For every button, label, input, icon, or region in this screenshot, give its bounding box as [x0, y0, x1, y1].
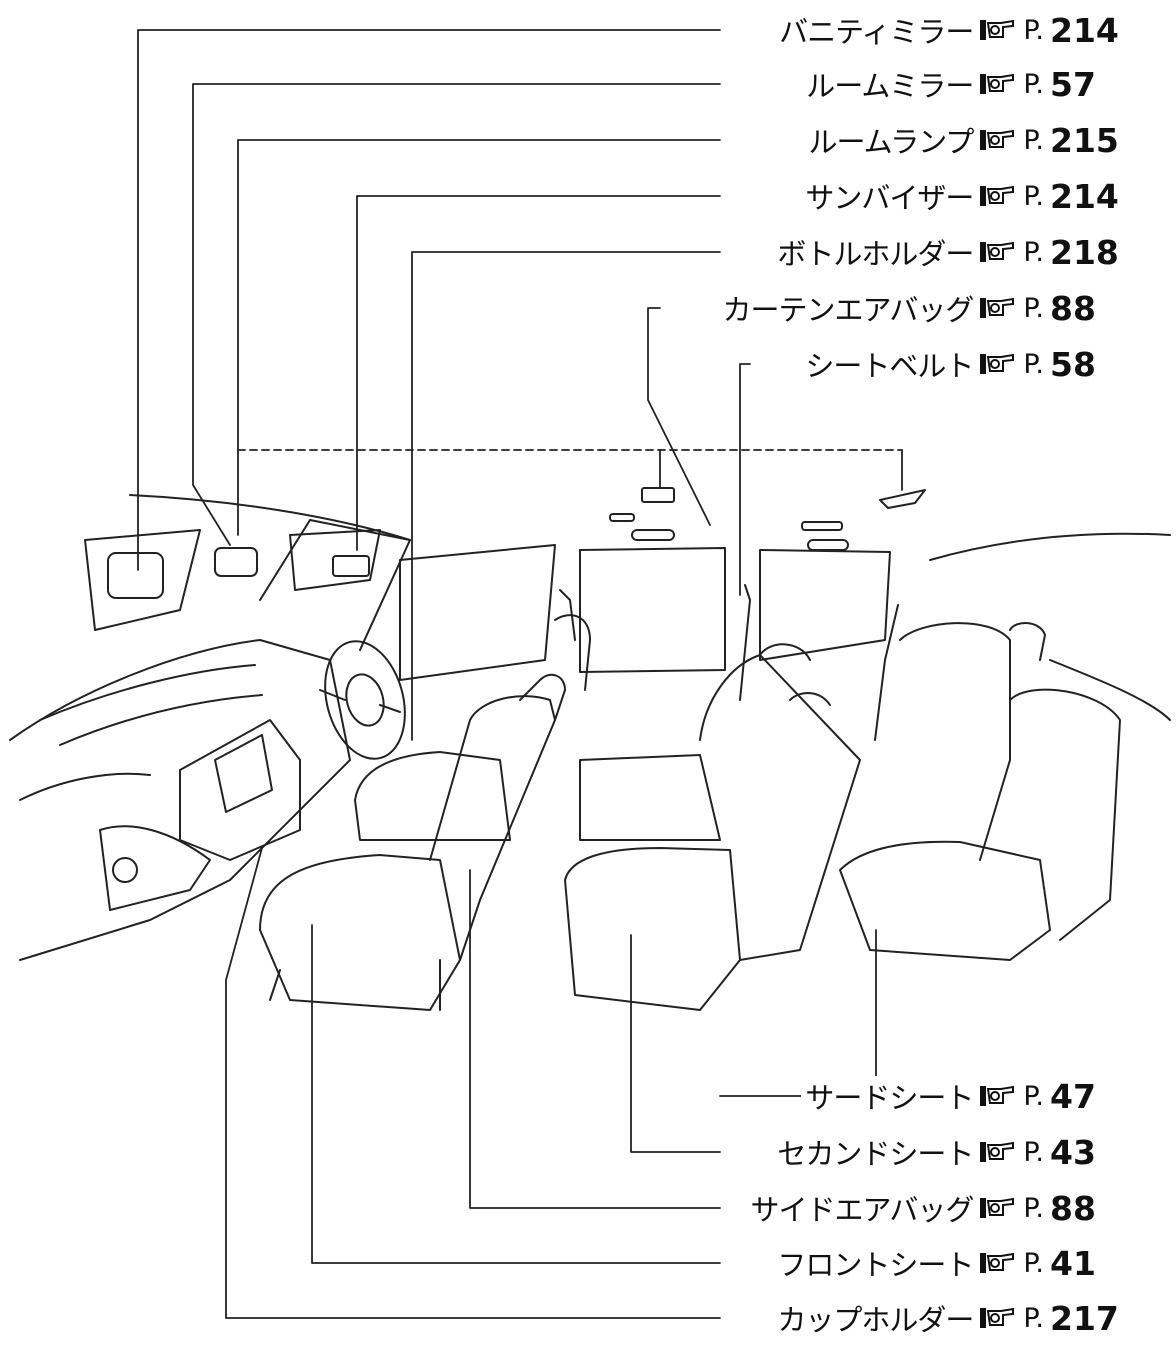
third-row-seats [839, 622, 1121, 961]
page-number: 218 [1050, 232, 1119, 272]
leader-front-seat [311, 924, 721, 1264]
steering-wheel [319, 640, 406, 760]
page-prefix: P. [1023, 68, 1044, 100]
pointing-hand-icon [980, 129, 1015, 150]
page-number: 88 [1050, 1188, 1096, 1228]
pointing-hand-icon [980, 73, 1015, 94]
windshield [129, 494, 411, 651]
page-prefix: P. [1023, 348, 1044, 380]
leader-sun-visor [356, 195, 721, 551]
page-prefix: P. [1023, 1302, 1044, 1334]
callout-bottle-holder: ボトルホルダー P. 218 [773, 232, 1124, 272]
page-number: 214 [1050, 176, 1119, 216]
callout-label: サンバイザー [805, 181, 974, 215]
callout-label: セカンドシート [777, 1137, 974, 1171]
page-prefix: P. [1023, 180, 1044, 212]
page-number: 41 [1050, 1243, 1096, 1283]
leader-room-mirror [192, 83, 721, 546]
page-prefix: P. [1023, 1247, 1044, 1279]
pointing-hand-icon [980, 353, 1015, 374]
leader-room-lamp [237, 139, 721, 536]
dashboard [9, 639, 351, 961]
roof-fixtures [609, 487, 926, 551]
callout-room-mirror: ルームミラー P. 57 [802, 64, 1124, 104]
callout-label: ルームミラー [806, 69, 974, 103]
callout-curtain-airbag: カーテンエアバッグ P. 88 [718, 288, 1124, 328]
leader-vanity-mirror [137, 29, 721, 571]
leader-cup-holder [225, 847, 721, 1319]
page-number: 57 [1050, 64, 1096, 104]
leader-second-seat [630, 934, 721, 1153]
leader-side-airbag [469, 869, 721, 1209]
room-mirror-shape [214, 547, 258, 577]
leader-curtain-airbag [647, 307, 711, 526]
callout-label: サードシート [805, 1081, 974, 1115]
page-number: 217 [1050, 1298, 1119, 1338]
callout-label: ルームランプ [808, 125, 975, 159]
callout-vanity-mirror: バニティミラー P. 214 [775, 10, 1124, 50]
callout-label: ボトルホルダー [777, 237, 974, 271]
callout-front-seat: フロントシート P. 41 [773, 1243, 1124, 1283]
page-prefix: P. [1023, 236, 1044, 268]
page-prefix: P. [1023, 14, 1044, 46]
page-number: 58 [1050, 344, 1096, 384]
pointing-hand-icon [980, 1085, 1015, 1106]
side-windows [399, 532, 1171, 721]
pointing-hand-icon [980, 19, 1015, 40]
callout-label: バニティミラー [779, 15, 974, 49]
front-driver-seat [354, 614, 591, 841]
callout-third-seat: サードシート P. 47 [801, 1076, 1124, 1116]
pointing-hand-icon [980, 1252, 1015, 1273]
page-prefix: P. [1023, 1136, 1044, 1168]
page-prefix: P. [1023, 124, 1044, 156]
sun-visor-left [84, 529, 201, 631]
leader-bottle-holder [411, 251, 721, 741]
pointing-hand-icon [980, 1307, 1015, 1328]
callout-label: サイドエアバッグ [750, 1193, 974, 1227]
page-prefix: P. [1023, 1080, 1044, 1112]
leader-third-seat [719, 929, 877, 1097]
second-row-seats [564, 643, 861, 1011]
page-number: 43 [1050, 1132, 1096, 1172]
callout-label: カーテンエアバッグ [722, 293, 974, 327]
callout-second-seat: セカンドシート P. 43 [773, 1132, 1124, 1172]
pointing-hand-icon [980, 1197, 1015, 1218]
callout-cup-holder: カップホルダー P. 217 [773, 1298, 1124, 1338]
page-number: 214 [1050, 10, 1119, 50]
page-number: 215 [1050, 120, 1119, 160]
front-passenger-seat [259, 673, 566, 1011]
callout-label: カップホルダー [777, 1303, 974, 1337]
callout-sun-visor: サンバイザー P. 214 [801, 176, 1124, 216]
callout-side-airbag: サイドエアバッグ P. 88 [746, 1188, 1124, 1228]
leader-seat-belt [739, 363, 751, 596]
leader-lines [137, 29, 903, 1319]
pointing-hand-icon [980, 185, 1015, 206]
page-number: 88 [1050, 288, 1096, 328]
pointing-hand-icon [980, 1141, 1015, 1162]
page-number: 47 [1050, 1076, 1096, 1116]
page-prefix: P. [1023, 292, 1044, 324]
callout-label: シートベルト [805, 349, 974, 383]
pointing-hand-icon [980, 241, 1015, 262]
callout-seat-belt: シートベルト P. 58 [801, 344, 1124, 384]
sun-visor-right [289, 529, 381, 591]
pointing-hand-icon [980, 297, 1015, 318]
page-prefix: P. [1023, 1192, 1044, 1224]
callout-room-lamp: ルームランプ P. 215 [804, 120, 1124, 160]
seat-belts [559, 584, 899, 741]
callout-label: フロントシート [777, 1248, 974, 1282]
